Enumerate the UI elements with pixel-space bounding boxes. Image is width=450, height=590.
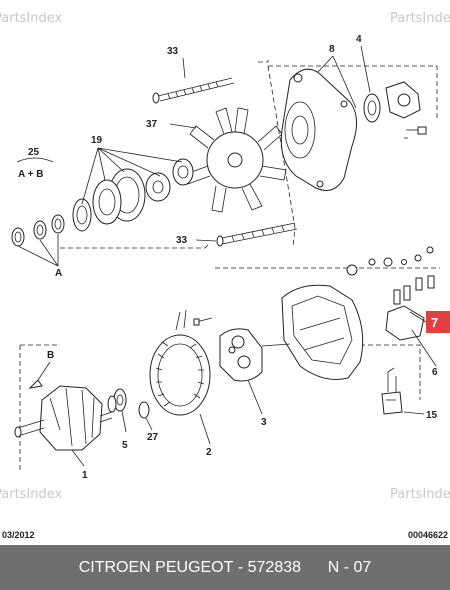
washers-a bbox=[11, 214, 65, 247]
callout-a-plus-b: A + B bbox=[18, 169, 43, 180]
bolt-33-top bbox=[152, 77, 235, 104]
exploded-parts-diagram: PartsIndex PartsIndex PartsIndex PartsIn… bbox=[0, 11, 450, 502]
leader-a bbox=[17, 234, 59, 267]
leader-3 bbox=[247, 379, 263, 415]
callout-19: 19 bbox=[91, 135, 103, 146]
callout-25: 25 bbox=[28, 147, 40, 158]
document-code: 00046622 bbox=[407, 530, 448, 540]
leader-6 bbox=[411, 329, 437, 367]
leader-19 bbox=[81, 147, 183, 205]
leader-27 bbox=[145, 417, 153, 431]
key-b bbox=[28, 379, 43, 389]
callout-5: 5 bbox=[122, 440, 128, 451]
fan-37 bbox=[185, 107, 287, 213]
callout-b: B bbox=[47, 350, 54, 361]
pulley-19 bbox=[72, 158, 194, 232]
footer-part-number: 572838 bbox=[247, 558, 302, 576]
callout-7-highlight[interactable] bbox=[426, 311, 450, 333]
revision-date: 03/2012 bbox=[2, 530, 35, 540]
callout-27: 27 bbox=[147, 432, 159, 443]
footer-spacer bbox=[301, 559, 328, 577]
rectifier-3 bbox=[219, 328, 291, 382]
leader-15 bbox=[403, 411, 425, 415]
bearing-5 bbox=[107, 388, 127, 413]
screw-stator bbox=[193, 317, 213, 326]
footer-bar: CITROEN PEUGEOT - 572838 N - 07 bbox=[0, 545, 450, 590]
watermark-top-right: PartsIndex bbox=[390, 11, 450, 26]
callout-6: 6 bbox=[432, 367, 438, 378]
ring-27 bbox=[138, 401, 150, 419]
leader-1 bbox=[71, 449, 85, 467]
leader-b bbox=[37, 361, 51, 381]
stator-2 bbox=[149, 309, 211, 416]
leader-2 bbox=[199, 413, 211, 445]
callout-4: 4 bbox=[356, 34, 362, 45]
brace-25 bbox=[16, 157, 54, 163]
leader-33-top bbox=[182, 57, 186, 79]
leader-7 bbox=[409, 311, 427, 323]
bearing-4 bbox=[363, 93, 381, 123]
callout-33-top: 33 bbox=[167, 46, 179, 57]
leader-33-mid bbox=[195, 239, 217, 242]
callout-a: A bbox=[55, 268, 62, 279]
callout-37: 37 bbox=[146, 119, 158, 130]
footer-separator: - bbox=[233, 558, 248, 576]
callout-15: 15 bbox=[426, 410, 438, 421]
rear-cover bbox=[281, 246, 434, 380]
housing-8 bbox=[280, 68, 357, 191]
connector-15 bbox=[381, 367, 403, 415]
callout-33-mid: 33 bbox=[176, 235, 188, 246]
footer-brand: CITROEN PEUGEOT bbox=[78, 558, 234, 576]
footer-page: N - 07 bbox=[327, 558, 372, 576]
rotor-1 bbox=[14, 385, 113, 451]
watermark-bottom-right: PartsIndex bbox=[390, 487, 450, 502]
assembly-dashed-lines bbox=[19, 60, 440, 470]
callout-7[interactable]: 7 bbox=[431, 315, 438, 330]
leader-8 bbox=[317, 55, 357, 109]
callout-2: 2 bbox=[206, 447, 212, 458]
callout-1: 1 bbox=[82, 470, 88, 481]
callout-3: 3 bbox=[261, 417, 267, 428]
watermark-top-left: PartsIndex bbox=[0, 11, 63, 26]
leader-5 bbox=[121, 410, 127, 433]
leader-4 bbox=[360, 45, 371, 93]
watermark-bottom-left: PartsIndex bbox=[0, 487, 63, 502]
retainer-plate bbox=[385, 81, 427, 139]
bolt-33-mid bbox=[216, 222, 298, 247]
leader-37 bbox=[169, 123, 197, 129]
callout-8: 8 bbox=[329, 44, 335, 55]
